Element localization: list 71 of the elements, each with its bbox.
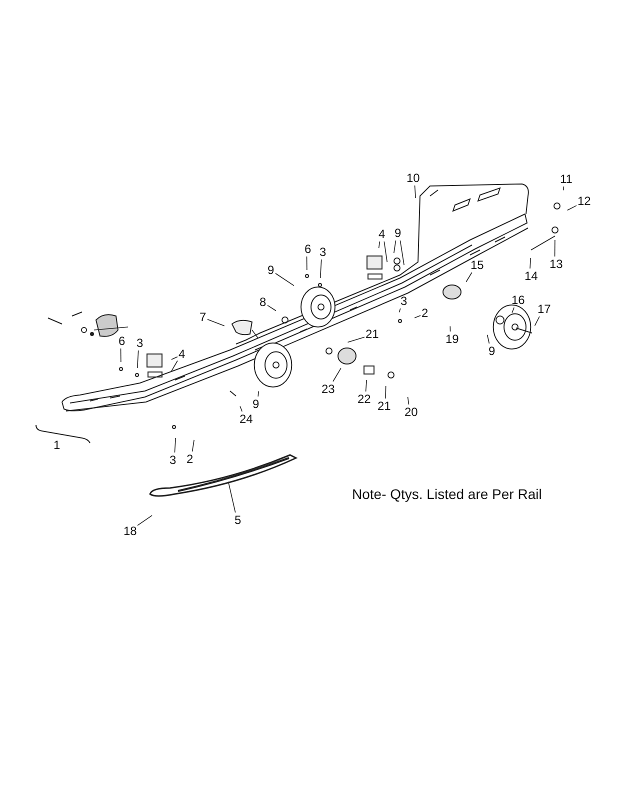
callout-number: 20 [404,406,418,418]
callout-number: 10 [406,172,420,184]
leader-line [320,259,322,278]
leader-line [384,241,388,262]
leader-line [267,304,276,312]
leader-line [171,356,178,360]
leader-line [258,390,259,397]
callout-number: 3 [170,454,176,466]
callout-number: 4 [378,228,386,240]
callout-number: 3 [136,336,144,350]
leader-line [414,315,421,318]
leader-line [137,515,152,526]
callout-number: 3 [400,294,408,308]
callout-number: 2 [186,452,194,466]
leader-line [554,240,556,257]
leader-line [486,334,490,344]
callout-number: 21 [378,400,391,412]
callout-number: 9 [268,264,274,276]
callout-number: 19 [446,332,459,346]
callout-number: 15 [470,258,484,272]
leader-line [347,336,365,343]
leader-line [530,258,532,269]
leader-line [170,360,178,372]
leader-line [306,256,308,270]
callout-number: 9 [488,344,496,358]
callout-number: 1 [54,438,60,452]
callout-number: 24 [240,412,253,426]
callout-number: 16 [512,294,525,306]
callout-number: 3 [320,246,326,258]
callout-number: 22 [358,392,371,406]
leader-line [365,380,367,392]
leader-line [450,326,451,332]
callout-number: 6 [118,334,126,348]
leader-line [400,240,404,266]
callout-number: 5 [234,514,242,526]
note-text: Note- Qtys. Listed are Per Rail [352,488,542,500]
leader-line [240,406,243,412]
leader-line [534,316,540,326]
callout-number: 18 [124,524,137,538]
leader-line [136,350,139,368]
leader-line [398,308,401,313]
callout-number: 7 [200,310,206,324]
leader-line [378,241,380,248]
callout-number: 17 [538,302,551,316]
leader-line [228,481,236,513]
callout-number: 14 [524,270,538,282]
leader-line [174,438,176,453]
callout-number: 21 [366,328,379,340]
callout-number: 8 [260,296,266,308]
leader-line [512,307,514,314]
leader-line [332,368,342,382]
callout-number: 4 [178,348,186,360]
leader-line [562,186,564,191]
leader-line [385,386,386,399]
leader-line [466,272,472,282]
callout-number: 13 [550,258,563,270]
leader-line [414,185,416,198]
callout-number: 2 [422,306,428,320]
callout-number: 11 [560,172,572,186]
leader-line [566,205,577,211]
callout-number: 6 [304,242,312,256]
leader-line [207,319,225,326]
callout-number: 12 [578,194,591,208]
callout-number: 23 [322,382,335,396]
leader-line [407,396,410,405]
leader-line [192,440,194,452]
callout-number: 9 [252,398,260,410]
leader-line [275,272,294,286]
leader-line [120,348,122,362]
leader-line [393,240,396,254]
callout-number: 9 [394,226,402,240]
